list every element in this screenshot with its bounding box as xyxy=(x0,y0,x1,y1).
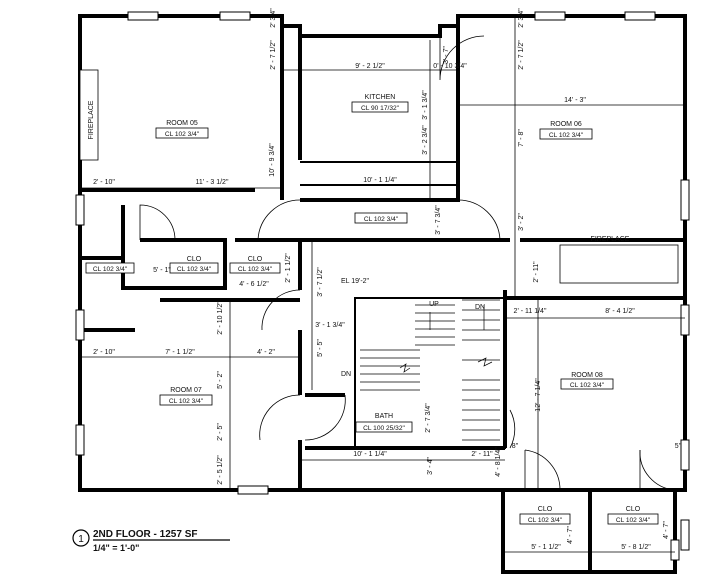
room-name: ROOM 07 xyxy=(170,387,202,394)
room-labels: ROOM 05 CL 102 3/4" KITCHEN CL 90 17/32"… xyxy=(85,94,659,525)
ceiling-tag: CL 102 3/4" xyxy=(93,266,128,273)
dimension: 2' - 7 1/2" xyxy=(518,40,525,70)
ceiling-tag: CL 102 3/4" xyxy=(165,131,200,138)
ceiling-tag-box xyxy=(607,513,659,525)
ceiling-tag: CL 102 3/4" xyxy=(169,398,204,405)
room-name: CLO xyxy=(248,256,263,263)
dimension: 4' - 2" xyxy=(257,349,275,356)
dimension: 4' - 6 1/2" xyxy=(239,281,269,288)
stair-up-label: UP xyxy=(429,301,439,308)
dimension: 2' - 5 1/2" xyxy=(217,455,224,485)
dimension: 9' - 2 1/2" xyxy=(355,63,385,70)
dimension: 2' - 11" xyxy=(533,261,540,283)
room-name: ROOM 06 xyxy=(550,121,582,128)
door-swings xyxy=(139,35,676,491)
dimension: 2' - 11" xyxy=(471,451,493,458)
dimension: 3' - 2" xyxy=(518,213,525,231)
title-block: 1 2ND FLOOR - 1257 SF 1/4" = 1'-0" xyxy=(72,529,230,553)
dimension: 2' - 1 1/2" xyxy=(285,253,292,283)
dimension: 2' - 7 1/2" xyxy=(270,40,277,70)
dimension: 2' - 5" xyxy=(217,423,224,441)
drawing-number: 1 xyxy=(78,534,84,545)
drawing-scale: 1/4" = 1'-0" xyxy=(93,543,139,553)
dimension: 3' - 7 1/2" xyxy=(317,267,324,297)
dimension: 5' - 8 1/2" xyxy=(621,544,651,551)
dimension: 10' - 1 1/4" xyxy=(363,177,397,184)
ceiling-tag: CL 100 25/32" xyxy=(363,425,405,432)
ceiling-tag: CL 102 3/4" xyxy=(238,266,273,273)
ceiling-tag-box xyxy=(85,262,135,274)
ceiling-tag-box xyxy=(159,394,213,406)
ceiling-tag: CL 90 17/32" xyxy=(361,105,400,112)
dimension: 0' - 10 3/4" xyxy=(433,63,467,70)
room-name: ROOM 08 xyxy=(571,372,603,379)
dimension: 10' - 9 3/4" xyxy=(269,143,276,177)
stair-down-label: DN xyxy=(475,304,485,311)
dimension: 11' - 3 1/2" xyxy=(196,179,229,186)
fireplace-label: FIREPLACE xyxy=(88,100,95,139)
dimension: 3' - 1 3/4" xyxy=(422,90,429,120)
dimension: 4' - 7" xyxy=(663,521,670,539)
dimension: 8' - 4 1/2" xyxy=(605,308,635,315)
ceiling-tag: CL 102 3/4" xyxy=(364,216,399,223)
dimension: 2' - 7 3/4" xyxy=(425,403,432,433)
ceiling-tag-box xyxy=(519,513,571,525)
dimension: 2' 3/4" xyxy=(518,8,525,28)
dimension: 4' - 8 1/4" xyxy=(495,447,502,477)
ceiling-tag: CL 102 3/4" xyxy=(177,266,212,273)
room-name: CLO xyxy=(626,506,641,513)
dimension: 8" xyxy=(512,443,519,450)
ceiling-tag-box xyxy=(355,421,413,433)
windows xyxy=(75,11,690,561)
fireplace-label: FIREPLACE xyxy=(591,236,630,243)
dimension-text: 9' - 2 1/2" 3' - 7" 0' - 10 3/4" 2' - 7 … xyxy=(93,8,682,551)
dimension: 2' - 10" xyxy=(93,179,115,186)
dimension: 5' - 2" xyxy=(217,371,224,389)
room-name: BATH xyxy=(375,413,393,420)
misc-labels: FIREPLACE FIREPLACE EL 19'-2" UP DN DN xyxy=(88,100,630,378)
dimension: 7' - 1 1/2" xyxy=(165,349,195,356)
dimension: 4' - 7" xyxy=(567,526,574,544)
room-name: CLO xyxy=(187,256,202,263)
ceiling-tag-box xyxy=(155,127,209,139)
room-name: KITCHEN xyxy=(365,94,396,101)
dimension: 12' - 7 1/4" xyxy=(535,378,542,412)
dimension-lines xyxy=(80,16,685,553)
ceiling-tag-box xyxy=(539,128,593,140)
dimension: 7' - 8" xyxy=(518,129,525,147)
ceiling-tag-box xyxy=(169,262,219,274)
drawing-number-circle xyxy=(72,529,90,547)
fireplaces xyxy=(79,69,679,284)
dimension: 2' - 10 1/2" xyxy=(217,301,224,335)
dimension: 5' - 1 1/2" xyxy=(531,544,561,551)
dimension: 3' - 7 3/4" xyxy=(435,205,442,235)
elevation-label: EL 19'-2" xyxy=(341,278,370,285)
dimension: 2' - 11 1/4" xyxy=(514,308,547,315)
dimension: 5" xyxy=(675,443,682,450)
ceiling-tag: CL 102 3/4" xyxy=(570,382,605,389)
dimension: 5' - 5" xyxy=(317,339,324,357)
dimension: 3' - 7" xyxy=(443,46,450,64)
ceiling-tag: CL 102 3/4" xyxy=(616,517,651,524)
ceiling-tag: CL 102 3/4" xyxy=(528,517,563,524)
dimension: 2' - 10" xyxy=(93,349,115,356)
ceiling-tag-box xyxy=(351,101,409,113)
ceiling-tag-box xyxy=(560,378,614,390)
stair-down-label: DN xyxy=(341,371,351,378)
drawing-title: 2ND FLOOR - 1257 SF xyxy=(93,529,197,540)
ceiling-tag-box xyxy=(354,212,408,224)
dimension: 3' - 2 3/4" xyxy=(422,125,429,155)
dimension: 14' - 3" xyxy=(564,97,586,104)
room-name: CLO xyxy=(538,506,553,513)
ceiling-tag-box xyxy=(229,262,281,274)
dimension: 3' - 1 3/4" xyxy=(315,322,345,329)
room-name: ROOM 05 xyxy=(166,120,198,127)
stairs xyxy=(360,299,500,441)
ceiling-tag: CL 102 3/4" xyxy=(549,132,584,139)
dimension: 2' 3/4" xyxy=(270,8,277,28)
dimension: 5' - 1" xyxy=(153,267,171,274)
dimension: 3' - 4" xyxy=(427,457,434,475)
dimension: 10' - 1 1/4" xyxy=(353,451,387,458)
